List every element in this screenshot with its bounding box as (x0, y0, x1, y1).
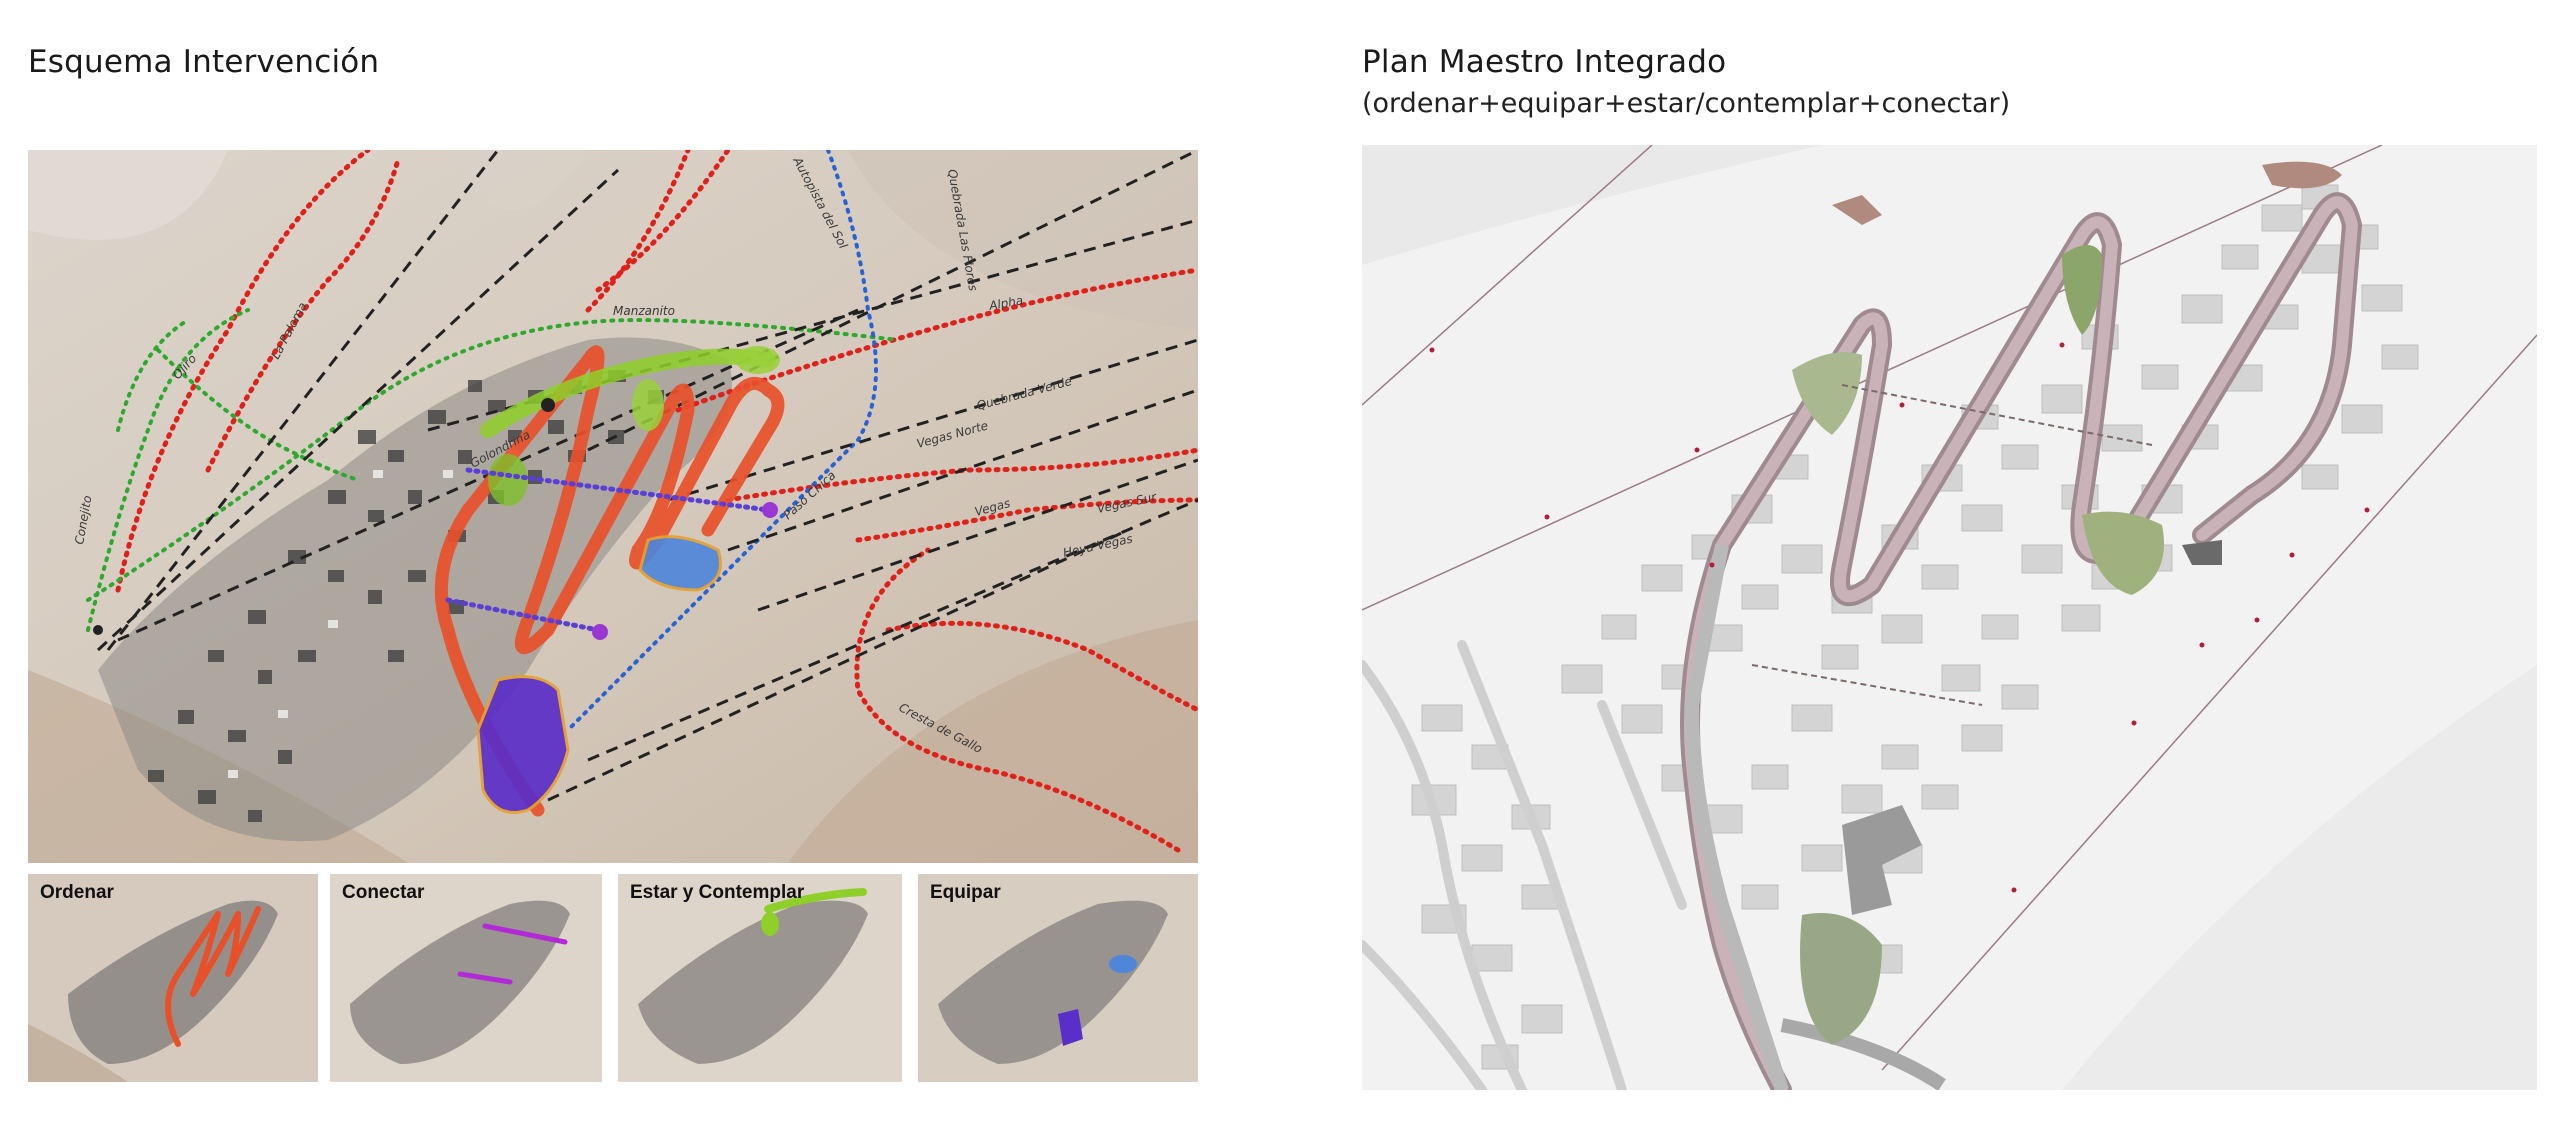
thumbnail-ordenar-label: Ordenar (40, 882, 114, 903)
equipar-zone-dark (476, 675, 570, 814)
plan-markers (1429, 342, 2370, 893)
trail-paths-green (86, 308, 900, 632)
right-subtitle: (ordenar+equipar+estar/contemplar+conect… (1362, 88, 2011, 119)
plan-cross-links (1751, 384, 2153, 706)
label-alpha: Alpha (987, 293, 1024, 313)
plan-buildings (1411, 184, 2419, 1070)
thumbnail-estar-contemplar: Estar y Contemplar (618, 874, 902, 1082)
conectar-links (445, 467, 771, 633)
equipar-zone-light (638, 535, 722, 592)
ridge-paths-red (115, 150, 1198, 853)
thumbnail-conectar: Conectar (330, 874, 602, 1082)
left-title: Esquema Intervención (28, 44, 380, 80)
thumbnail-estar-label: Estar y Contemplar (630, 882, 805, 903)
estar-band (480, 348, 776, 438)
label-manzanito: Manzanito (613, 304, 675, 318)
thumbnail-ordenar: Ordenar (28, 874, 318, 1082)
thumbnail-conectar-label: Conectar (342, 882, 425, 903)
ordenar-route (434, 345, 785, 817)
right-title: Plan Maestro Integrado (1362, 44, 1727, 80)
intervention-schema-map: Autopista del Sol Quebrada Las Flores La… (28, 150, 1198, 863)
plan-central-building (1842, 805, 1922, 915)
thumbnail-equipar: Equipar (918, 874, 1198, 1082)
plan-green-areas (1792, 161, 2342, 1045)
thumbnail-equipar-label: Equipar (930, 882, 1001, 903)
master-plan-drawing (1362, 145, 2537, 1090)
plan-existing-roads (1362, 640, 1687, 1090)
